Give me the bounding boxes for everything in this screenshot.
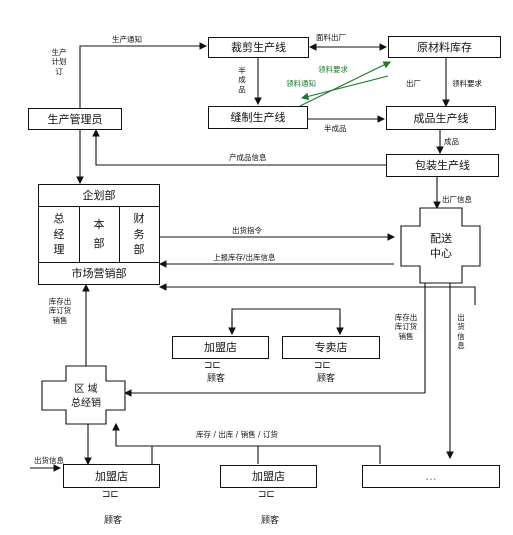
label-half-finished: 半成品: [324, 124, 347, 133]
label-bottom-flow: 库存 / 出库 / 销售 / 订货: [196, 430, 278, 439]
customer-label: 顾客: [103, 516, 122, 526]
cutting-line-box: 裁剪生产线: [208, 37, 309, 58]
packing-line-box: 包装生产线: [386, 154, 499, 177]
planning-block: 企划部 总经理 本部 财务部 市场营销部: [38, 184, 160, 285]
label-out-factory-info: 出厂信息: [442, 195, 472, 204]
line-material-notice-green: [300, 75, 389, 101]
distribution-line-2: 中心: [430, 246, 452, 260]
customer-glyph-icon: ⊐⊏: [204, 360, 221, 371]
label-fabric-out: 面料出厂: [316, 33, 346, 42]
partial-box-bottom-right: …: [362, 465, 500, 488]
label-shipment-vertical: 出货信息: [457, 313, 465, 351]
distribution-line-1: 配送: [430, 232, 452, 245]
gm-label: 总经理: [53, 211, 65, 257]
finished-line-box: 成品生产线: [386, 106, 496, 130]
raw-material-box: 原材料库存: [388, 36, 501, 58]
line-right-feedback: [158, 283, 476, 305]
hq-cell: 本部: [79, 207, 120, 262]
label-production-notice: 生产通知: [112, 35, 142, 44]
label-stock-out-ship-sales-right: 库存出库订货销售: [394, 313, 418, 341]
customer-glyph-icon: ⊐⊏: [258, 489, 275, 500]
label-material-request: 领料要求: [318, 65, 348, 74]
label-stock-info: 上报库存/出库信息: [213, 253, 276, 262]
franchise-store-bottom-1: 加盟店: [63, 464, 160, 488]
label-product-info: 产成品信息: [229, 153, 267, 162]
line-material-request-green: [299, 61, 391, 107]
franchise-store-top: 加盟店: [172, 336, 269, 359]
hq-label: 本部: [93, 217, 105, 250]
distribution-center: 配送 中心: [418, 232, 464, 262]
bracket-stores: [231, 308, 341, 333]
label-finished-product: 成品: [444, 137, 459, 146]
production-manager-box: 生产管理员: [28, 108, 122, 130]
regional-sales: 区 域 总经销: [56, 383, 116, 410]
label-out-factory: 出厂: [406, 79, 421, 88]
label-production-plan: 生产计划订: [51, 48, 67, 76]
finance-cell: 财务部: [119, 207, 159, 262]
marketing-dept: 市场营销部: [39, 262, 159, 284]
label-ship-info-bottom: 出货信息: [34, 456, 64, 465]
regional-line-2: 总经销: [71, 397, 101, 409]
customer-label: 顾客: [206, 374, 225, 384]
planning-dept: 企划部: [39, 185, 159, 207]
label-shipping-order: 出货指令: [232, 226, 262, 235]
label-stock-out-ship-sales-left: 库存出库订货销售: [48, 297, 72, 325]
customer-label: 顾客: [260, 516, 279, 526]
franchise-store-bottom-2: 加盟店: [220, 465, 317, 488]
finance-label: 财务部: [133, 211, 145, 257]
line-production-notice: [79, 42, 208, 108]
customer-glyph-icon: ⊐⊏: [314, 360, 331, 371]
line-product-info: [92, 128, 386, 166]
customer-label: 顾客: [316, 374, 335, 384]
gm-cell: 总经理: [39, 207, 80, 262]
customer-glyph-icon: ⊐⊏: [102, 489, 119, 500]
distribution-cross-shape: [400, 207, 481, 284]
label-material-notice: 领料通知: [286, 79, 316, 88]
sewing-line-box: 缝制生产线: [208, 106, 308, 129]
exclusive-store: 专卖店: [282, 336, 380, 359]
label-material-request-2: 领料要求: [452, 79, 482, 88]
line-bottom-feedback: [112, 422, 381, 464]
label-half-finished-vertical: 半成品: [238, 66, 246, 94]
regional-cross-shape: [41, 365, 126, 425]
regional-line-1: 区 域: [74, 384, 98, 395]
